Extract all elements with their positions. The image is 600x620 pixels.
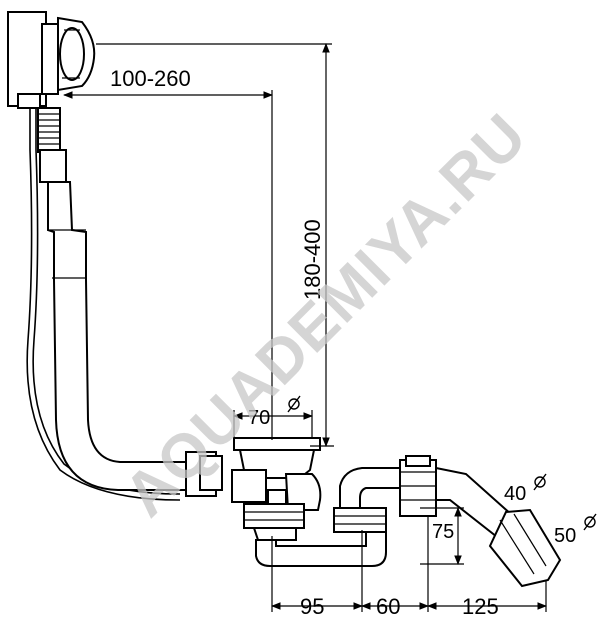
outlet-diameter-value: 70 xyxy=(248,407,270,429)
dim-95-label: 95 xyxy=(300,594,324,619)
outlet-diameter-label: 70 xyxy=(248,395,301,429)
dimension-lines xyxy=(63,43,547,612)
overflow-reach-label: 100-260 xyxy=(110,66,191,91)
diameter-icon xyxy=(533,473,547,491)
pipe-50-value: 50 xyxy=(554,525,576,547)
dim-75-label: 75 xyxy=(432,521,454,543)
height-range-label: 180-400 xyxy=(300,219,325,300)
angled-outlet xyxy=(435,466,562,588)
pipe-40-label: 40 xyxy=(504,473,547,505)
pipe-40-value: 40 xyxy=(504,483,526,505)
diameter-icon xyxy=(583,513,597,531)
overflow-pipe xyxy=(26,107,223,501)
pipe-50-label: 50 xyxy=(554,513,597,547)
diameter-icon xyxy=(287,395,301,413)
siphon-trap xyxy=(255,455,437,567)
corrugated-hose xyxy=(37,107,61,153)
dim-60-label: 60 xyxy=(376,594,400,619)
waste-valve xyxy=(231,437,322,541)
overflow-head xyxy=(7,11,96,109)
dim-125-label: 125 xyxy=(462,594,499,619)
